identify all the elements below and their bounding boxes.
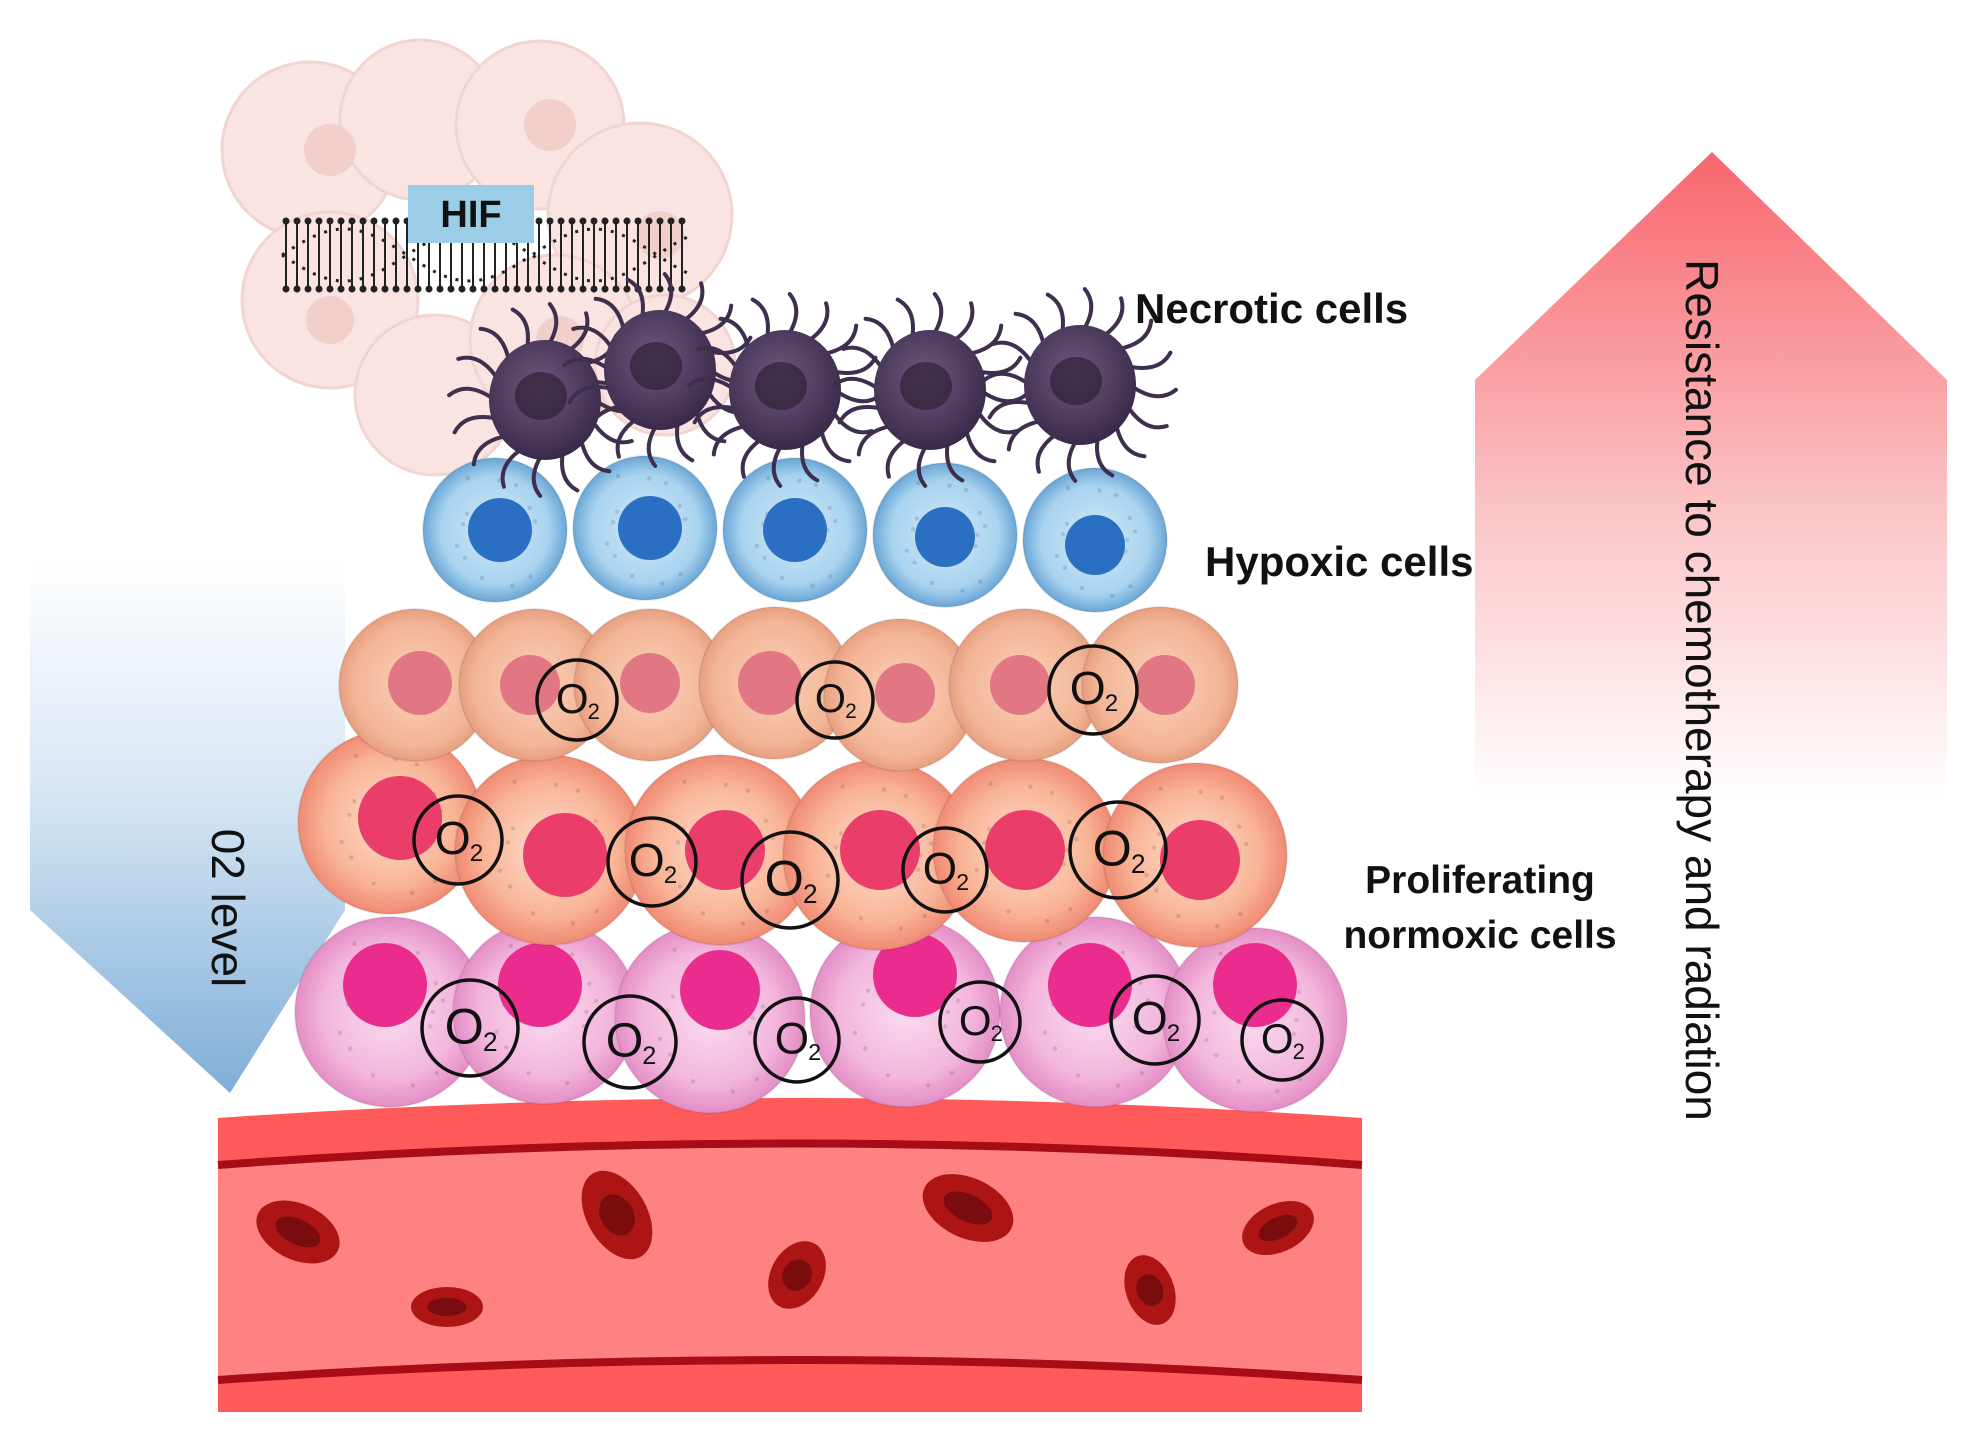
svg-text:O: O xyxy=(1093,819,1132,876)
hypoxic-cell xyxy=(422,457,568,603)
resistance-arrow: Resistance to chemotherapy and radiation xyxy=(1475,152,1947,1121)
necrotic-cell-icon xyxy=(562,272,758,468)
necrotic-cells-layer xyxy=(447,272,1178,498)
svg-text:2: 2 xyxy=(956,869,969,895)
o2-molecule-icon: O2 xyxy=(740,830,840,930)
o2-level-label: 02 level xyxy=(202,829,254,988)
proliferating-cell xyxy=(999,916,1191,1108)
svg-text:O: O xyxy=(606,1014,644,1068)
svg-text:O: O xyxy=(765,849,804,906)
proliferating-cells-label-line2: normoxic cells xyxy=(1343,914,1616,957)
proliferating-cell xyxy=(614,922,806,1114)
proliferating-cell xyxy=(452,919,638,1105)
o2-molecule-icon: O2 xyxy=(1068,800,1168,900)
proliferating-cell xyxy=(573,608,727,762)
svg-text:2: 2 xyxy=(808,1039,821,1065)
resistance-label: Resistance to chemotherapy and radiation xyxy=(1676,259,1728,1121)
red-blood-cell-icon xyxy=(256,1200,340,1264)
svg-text:2: 2 xyxy=(845,700,857,723)
proliferating-cell xyxy=(1102,762,1288,948)
proliferating-cell xyxy=(698,606,852,760)
svg-text:2: 2 xyxy=(664,862,677,889)
o2-molecule-icon: O2 xyxy=(420,978,520,1078)
svg-text:O: O xyxy=(1261,1015,1294,1062)
svg-text:2: 2 xyxy=(991,1021,1003,1046)
svg-text:2: 2 xyxy=(483,1027,498,1057)
red-blood-cell-icon xyxy=(411,1287,483,1327)
hypoxic-cell xyxy=(1022,467,1168,613)
proliferating-cell xyxy=(809,916,1001,1108)
svg-text:2: 2 xyxy=(1293,1039,1305,1064)
proliferating-cell xyxy=(338,608,492,762)
hypoxic-cells-layer xyxy=(422,455,1168,613)
hypoxic-cell xyxy=(722,457,868,603)
svg-text:2: 2 xyxy=(642,1042,656,1070)
proliferating-cell xyxy=(782,759,974,951)
red-blood-cell-icon xyxy=(581,1170,653,1260)
hif-label: HIF xyxy=(440,194,501,236)
proliferating-cells-bottom-layer xyxy=(294,916,1348,1114)
svg-text:O: O xyxy=(435,812,471,864)
proliferating-cell xyxy=(624,754,816,946)
svg-text:2: 2 xyxy=(470,840,483,867)
svg-text:2: 2 xyxy=(1105,690,1118,717)
svg-text:O: O xyxy=(556,675,589,722)
hypoxic-cells-label: Hypoxic cells xyxy=(1205,538,1473,585)
red-blood-cell-icon xyxy=(1124,1255,1176,1325)
necrotic-cells-label: Necrotic cells xyxy=(1135,285,1408,332)
svg-text:O: O xyxy=(775,1014,809,1063)
proliferating-cells-label-line1: Proliferating xyxy=(1365,859,1595,902)
proliferating-cell xyxy=(1162,927,1348,1113)
svg-text:O: O xyxy=(629,834,665,886)
hif-label-box: HIF xyxy=(408,185,534,243)
hypoxic-cell xyxy=(872,462,1018,608)
proliferating-cell xyxy=(454,754,646,946)
proliferating-cell xyxy=(458,608,612,762)
necrotic-cell-icon xyxy=(687,292,883,488)
svg-text:O: O xyxy=(923,844,957,893)
svg-text:O: O xyxy=(445,997,484,1054)
blood-vessel xyxy=(217,1098,1363,1412)
hypoxic-cell xyxy=(572,455,718,601)
necrotic-cell-icon xyxy=(982,287,1178,483)
proliferating-cell xyxy=(932,757,1118,943)
o2-level-arrow: 02 level xyxy=(30,560,345,1093)
svg-text:2: 2 xyxy=(1131,849,1146,879)
red-blood-cell-icon xyxy=(922,1174,1014,1242)
proliferating-cells-middle-layer xyxy=(297,729,1288,951)
svg-text:O: O xyxy=(959,997,992,1044)
svg-text:O: O xyxy=(1070,662,1106,714)
svg-text:2: 2 xyxy=(803,879,818,909)
svg-text:2: 2 xyxy=(588,699,600,724)
necrotic-cell-icon xyxy=(447,302,643,498)
svg-text:2: 2 xyxy=(1167,1020,1180,1047)
svg-text:O: O xyxy=(815,677,846,721)
svg-text:O: O xyxy=(1132,992,1168,1044)
proliferating-cell xyxy=(294,916,486,1108)
red-blood-cell-icon xyxy=(1242,1200,1314,1256)
necrotic-cell-icon xyxy=(832,292,1028,488)
red-blood-cell-icon xyxy=(768,1241,826,1309)
